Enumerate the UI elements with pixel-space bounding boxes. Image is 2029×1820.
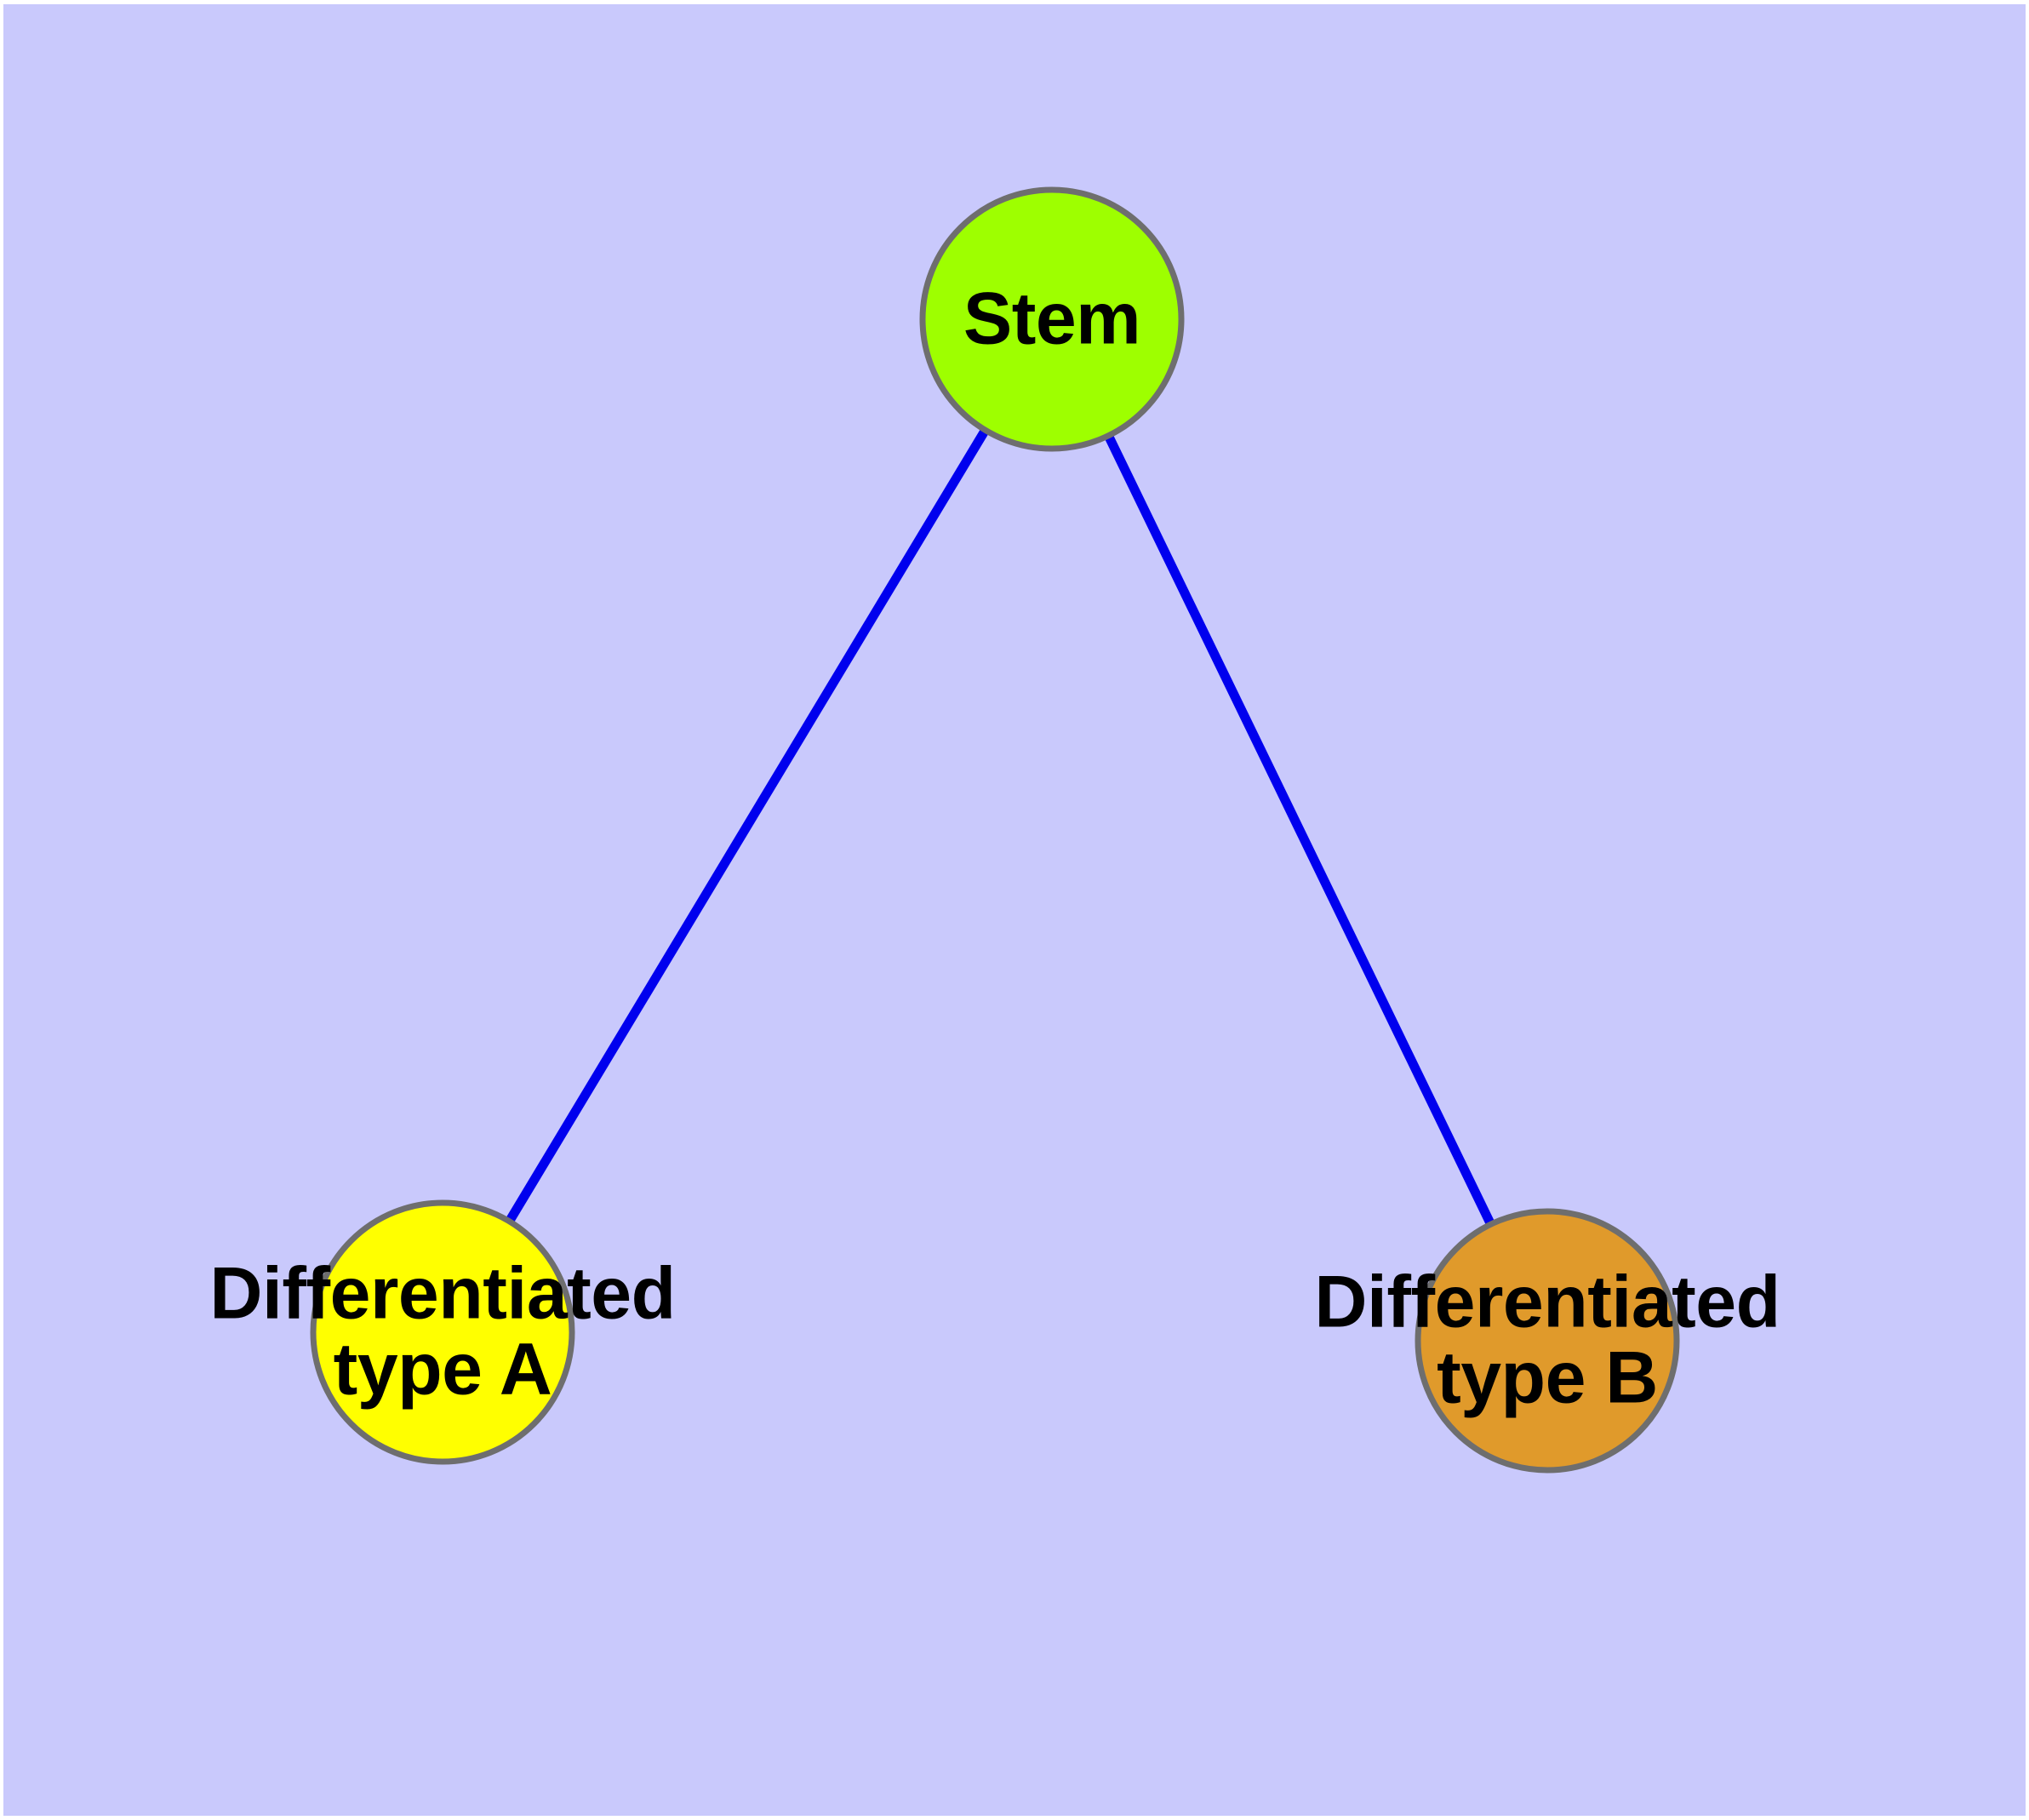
graph-node-diff_a[interactable] [310, 1199, 575, 1465]
node-layer [310, 186, 1680, 1474]
graph-edge[interactable] [1048, 317, 1552, 1343]
graph-svg [310, 186, 1680, 1474]
graph-node-diff_b[interactable] [1415, 1208, 1680, 1474]
graph-edge[interactable] [438, 317, 1056, 1335]
graph-node-stem[interactable] [919, 186, 1185, 452]
edge-layer [438, 317, 1552, 1343]
